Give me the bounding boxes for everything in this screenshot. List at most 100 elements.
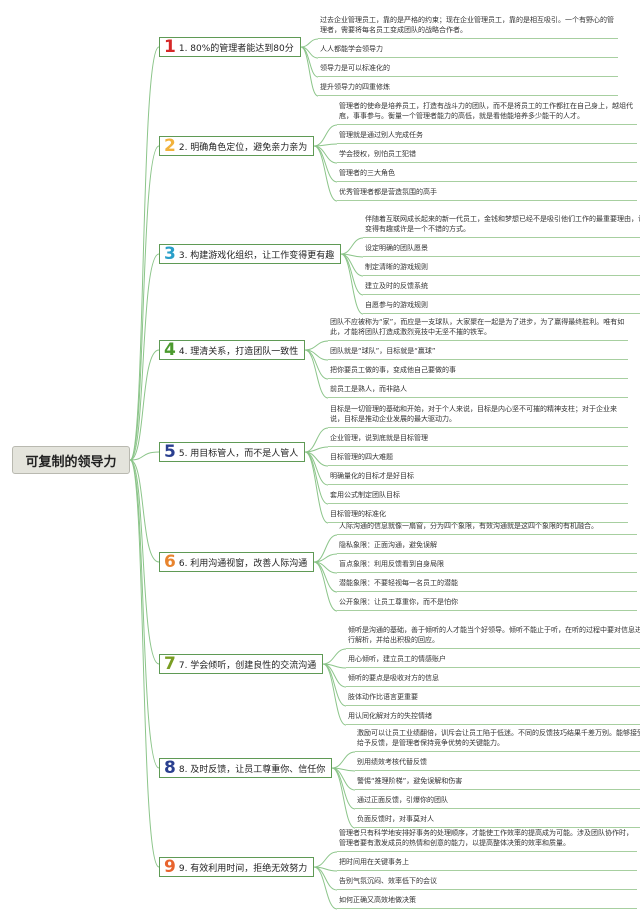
- number-badge-7: 7: [164, 654, 176, 674]
- detail-item: 明确量化的目标才是好目标: [328, 470, 628, 485]
- branch-leaf-connector: [340, 253, 364, 315]
- branch-label-8: 8. 及时反馈，让员工尊重你、信任你: [178, 764, 326, 775]
- branch-leaf-connector: [313, 124, 338, 147]
- branch-leaf-connector: [304, 349, 329, 399]
- detail-item: 企业管理，说到底就是目标管理: [328, 432, 628, 447]
- detail-block-1: 过去企业管理员工，靠的是严格的约束；现在企业管理员工，靠的是相互吸引。一个有野心…: [318, 14, 618, 100]
- root-branch-connector: [129, 253, 160, 461]
- detail-item: 隐私象限：正面沟通，避免误解: [337, 539, 637, 554]
- detail-item: 前员工是熟人，而非路人: [328, 383, 628, 398]
- branch-description-5: 目标是一切管理的基础和开始，对于个人来说，目标是内心坚不可摧的精神支柱；对于企业…: [328, 403, 628, 428]
- branch-description-2: 管理者的使命是培养员工，打造有战斗力的团队，而不是将员工的工作都扛在自己身上，越…: [337, 100, 637, 125]
- branch-description-3: 伴随着互联网成长起来的新一代员工，金钱和梦想已经不是吸引他们工作的最重要理由，让…: [363, 213, 640, 238]
- detail-item: 目标管理的四大难题: [328, 451, 628, 466]
- branch-description-7: 倾听是沟通的基础，善于倾听的人才能当个好领导。倾听不能止于听，在听的过程中要对信…: [346, 624, 640, 649]
- root-branch-connector: [129, 459, 160, 665]
- detail-item: 目标管理的标准化: [328, 508, 628, 523]
- detail-item: 自愿参与的游戏规则: [363, 299, 640, 314]
- detail-block-4: 团队不应被称为“家”，而应是一支球队，大家聚在一起是为了进步，为了赢得最终胜利。…: [328, 316, 628, 402]
- branch-node-6[interactable]: 6 6. 利用沟通视窗，改善人际沟通: [159, 552, 315, 572]
- branch-node-3[interactable]: 3 3. 构建游戏化组织，让工作变得更有趣: [159, 244, 342, 264]
- branch-node-8[interactable]: 8 8. 及时反馈，让员工尊重你、信任你: [159, 758, 333, 778]
- root-branch-connector: [129, 459, 160, 868]
- branch-description-1: 过去企业管理员工，靠的是严格的约束；现在企业管理员工，靠的是相互吸引。一个有野心…: [318, 14, 618, 39]
- detail-block-5: 目标是一切管理的基础和开始，对于个人来说，目标是内心坚不可摧的精神支柱；对于企业…: [328, 403, 628, 527]
- root-branch-connector: [129, 451, 160, 461]
- detail-item: 人人都能学会领导力: [318, 43, 618, 58]
- detail-block-2: 管理者的使命是培养员工，打造有战斗力的团队，而不是将员工的工作都扛在自己身上，越…: [337, 100, 637, 205]
- branch-description-4: 团队不应被称为“家”，而应是一支球队，大家聚在一起是为了进步，为了赢得最终胜利。…: [328, 316, 628, 341]
- detail-item: 团队就是“球队”，目标就是“赢球”: [328, 345, 628, 360]
- branch-node-1[interactable]: 1 1. 80%的管理者能达到80分: [159, 37, 301, 57]
- branch-label-2: 2. 明确角色定位，避免亲力亲为: [178, 142, 308, 153]
- branch-leaf-connector: [313, 145, 338, 202]
- branch-label-6: 6. 利用沟通视窗，改善人际沟通: [178, 558, 308, 569]
- branch-description-9: 管理者只有科学地安排好事务的处理顺序，才能使工作效率的提高成为可能。涉及团队协作…: [337, 827, 637, 852]
- detail-item: 盲点象限：利用反馈看到自身局限: [337, 558, 637, 573]
- number-badge-5: 5: [164, 442, 176, 462]
- branch-node-4[interactable]: 4 4. 理清关系，打造团队一致性: [159, 340, 306, 360]
- branch-leaf-connector: [313, 851, 338, 868]
- detail-item: 领导力是可以标准化的: [318, 62, 618, 77]
- detail-item: 管理者的三大角色: [337, 167, 637, 182]
- branch-leaf-connector: [313, 145, 338, 183]
- branch-label-5: 5. 用目标管人，而不是人管人: [178, 448, 299, 459]
- branch-leaf-connector: [300, 46, 319, 97]
- detail-item: 用心倾听，建立员工的情感账户: [346, 653, 640, 668]
- root-branch-connector: [129, 349, 160, 461]
- branch-leaf-connector: [304, 340, 329, 351]
- branch-leaf-connector: [331, 767, 356, 829]
- root-branch-connector: [129, 459, 160, 563]
- branch-leaf-connector: [331, 767, 356, 810]
- branch-node-5[interactable]: 5 5. 用目标管人，而不是人管人: [159, 442, 306, 462]
- branch-leaf-connector: [313, 534, 338, 563]
- branch-label-3: 3. 构建游戏化组织，让工作变得更有趣: [178, 250, 335, 261]
- branch-leaf-connector: [313, 561, 338, 612]
- branch-label-9: 9. 有效利用时间，拒绝无效努力: [178, 863, 308, 874]
- detail-item: 制定清晰的游戏规则: [363, 261, 640, 276]
- detail-item: 别用绩效考核代替反馈: [355, 756, 640, 771]
- branch-node-2[interactable]: 2 2. 明确角色定位，避免亲力亲为: [159, 136, 315, 156]
- branch-leaf-connector: [322, 648, 347, 665]
- root-node[interactable]: 可复制的领导力: [12, 446, 130, 474]
- detail-item: 肢体动作比语言更重要: [346, 691, 640, 706]
- detail-item: 如何正确又高效地做决策: [337, 894, 637, 909]
- number-badge-4: 4: [164, 340, 176, 360]
- number-badge-2: 2: [164, 136, 176, 156]
- branch-description-8: 激励可以让员工业绩翻倍，训斥会让员工陷于低迷。不同的反馈技巧结果千差万别。能够接…: [355, 727, 640, 752]
- detail-item: 倾听的要点是吸收对方的信息: [346, 672, 640, 687]
- detail-item: 提升领导力的四重修炼: [318, 81, 618, 96]
- root-branch-connector: [129, 145, 160, 461]
- detail-item: 优秀管理者都是营造氛围的高手: [337, 186, 637, 201]
- branch-leaf-connector: [322, 663, 347, 726]
- detail-item: 警惕“推理阶梯”，避免误解和伤害: [355, 775, 640, 790]
- detail-block-3: 伴随着互联网成长起来的新一代员工，金钱和梦想已经不是吸引他们工作的最重要理由，让…: [363, 213, 640, 318]
- branch-leaf-connector: [300, 38, 319, 48]
- number-badge-6: 6: [164, 552, 176, 572]
- branch-leaf-connector: [304, 451, 329, 524]
- branch-leaf-connector: [340, 253, 364, 296]
- number-badge-1: 1: [164, 37, 176, 57]
- detail-item: 潜能象限：不要轻视每一名员工的潜能: [337, 577, 637, 592]
- number-badge-8: 8: [164, 758, 176, 778]
- detail-block-6: 人际沟通的信息就像一扇窗，分为四个象限，有效沟通就是这四个象限的有机融合。 隐私…: [337, 520, 637, 615]
- branch-label-7: 7. 学会倾听，创建良性的交流沟通: [178, 660, 317, 671]
- detail-block-7: 倾听是沟通的基础，善于倾听的人才能当个好领导。倾听不能止于听，在听的过程中要对信…: [346, 624, 640, 729]
- detail-item: 负面反馈时，对事莫对人: [355, 813, 640, 828]
- number-badge-3: 3: [164, 244, 176, 264]
- detail-item: 把你要员工做的事，变成他自己要做的事: [328, 364, 628, 379]
- detail-item: 学会授权，别怕员工犯错: [337, 148, 637, 163]
- detail-item: 设定明确的团队愿景: [363, 242, 640, 257]
- detail-item: 告别气氛沉闷、效率低下的会议: [337, 875, 637, 890]
- branch-node-7[interactable]: 7 7. 学会倾听，创建良性的交流沟通: [159, 654, 324, 674]
- detail-item: 建立及时的反馈系统: [363, 280, 640, 295]
- root-branch-connector: [129, 46, 160, 461]
- detail-block-8: 激励可以让员工业绩翻倍，训斥会让员工陷于低迷。不同的反馈技巧结果千差万别。能够接…: [355, 727, 640, 832]
- root-branch-connector: [129, 459, 160, 769]
- branch-label-1: 1. 80%的管理者能达到80分: [178, 43, 294, 54]
- branch-node-9[interactable]: 9 9. 有效利用时间，拒绝无效努力: [159, 857, 315, 877]
- branch-leaf-connector: [322, 663, 347, 707]
- detail-item: 用认同化解对方的失控情绪: [346, 710, 640, 725]
